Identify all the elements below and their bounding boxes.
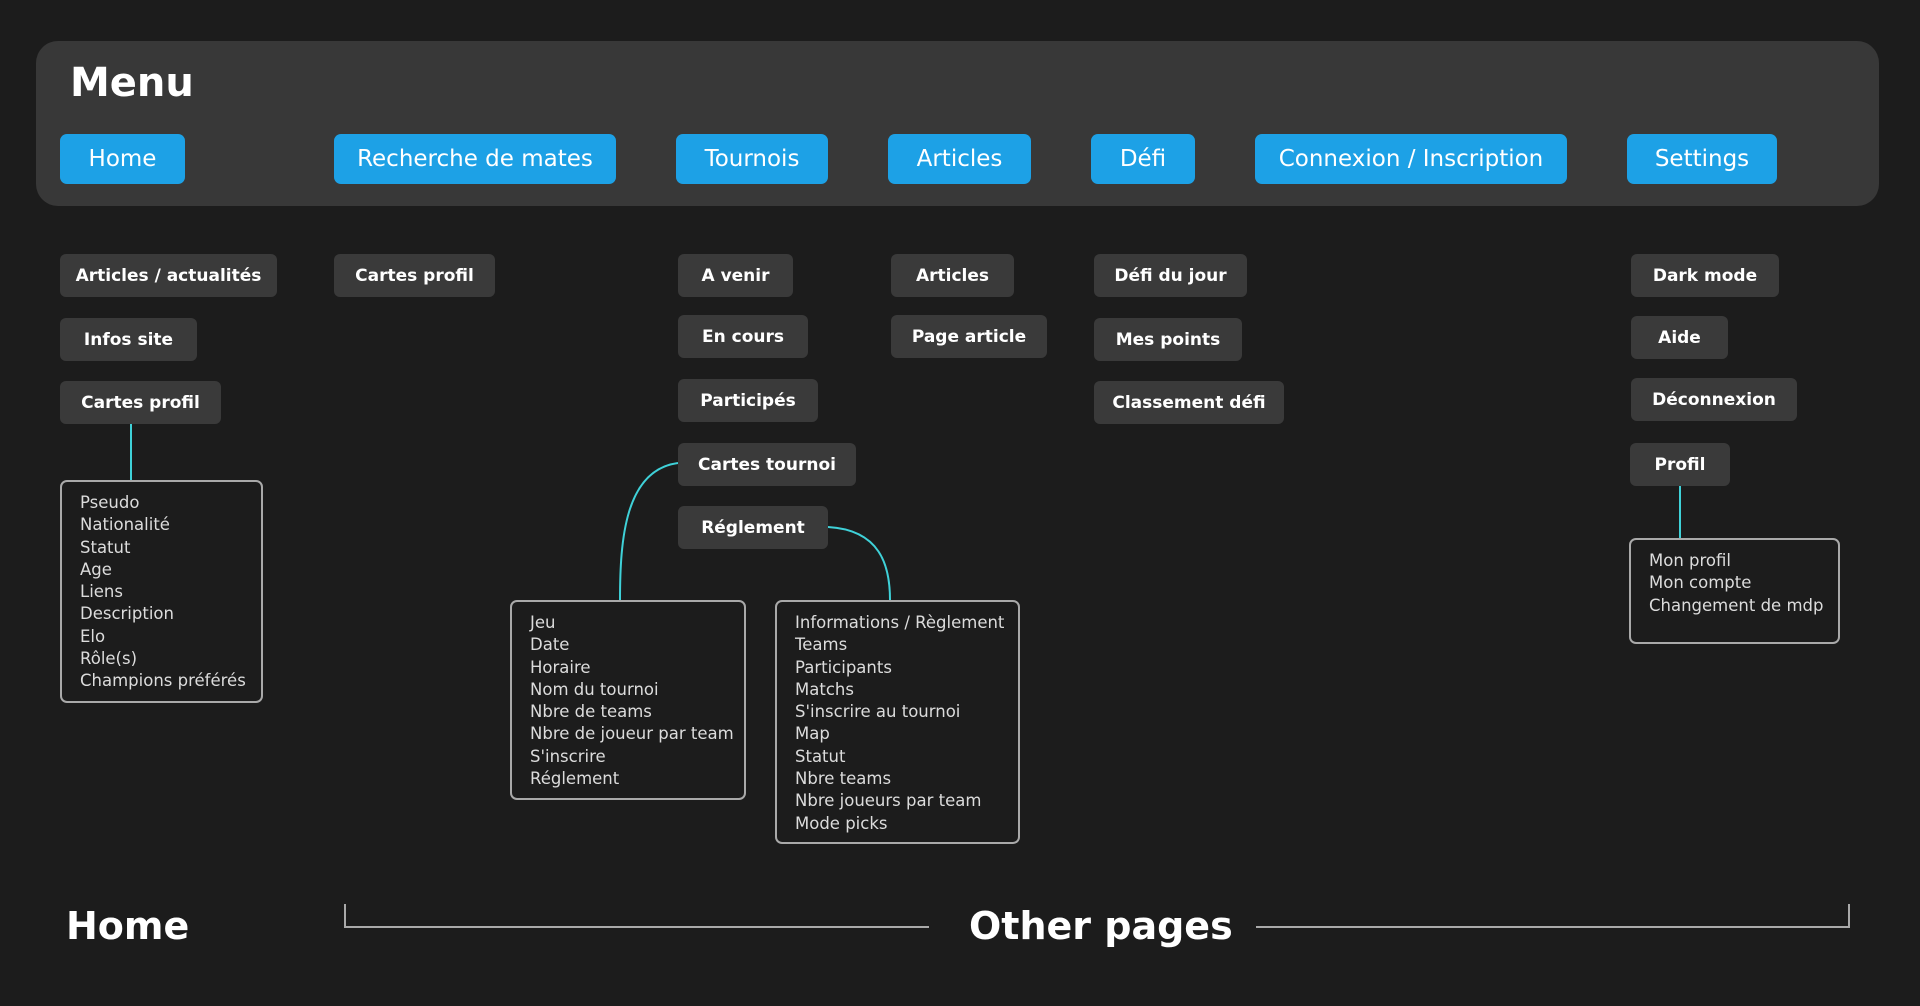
detail-line: S'inscrire au tournoi — [795, 702, 961, 722]
detail-line: Participants — [795, 657, 892, 677]
detail-line: S'inscrire — [530, 746, 606, 766]
detail-line: Nbre joueurs par team — [795, 791, 982, 811]
settings-profil[interactable]: Profil — [1630, 443, 1730, 486]
menu-defi-button[interactable]: Défi — [1091, 134, 1195, 184]
detail-line: Description — [80, 604, 174, 624]
detail-line: Nom du tournoi — [530, 679, 659, 699]
detail-line: Teams — [795, 635, 848, 655]
settings-dark-mode[interactable]: Dark mode — [1631, 254, 1779, 297]
reglement-details: Informations / Règlement Teams Participa… — [775, 600, 1020, 844]
detail-line: Mode picks — [795, 813, 888, 833]
detail-line: Statut — [80, 537, 131, 557]
cartes-tournoi-details: Jeu Date Horaire Nom du tournoi Nbre de … — [510, 600, 746, 800]
home-cartes-profil[interactable]: Cartes profil — [60, 381, 221, 424]
tournois-a-venir[interactable]: A venir — [678, 254, 793, 297]
other-pages-bracket-left — [344, 904, 929, 928]
other-pages-section-label: Other pages — [969, 904, 1233, 948]
menu-home-button[interactable]: Home — [60, 134, 185, 184]
home-section-label: Home — [66, 904, 190, 948]
tournois-cartes-tournoi[interactable]: Cartes tournoi — [678, 443, 856, 486]
detail-line: Map — [795, 724, 830, 744]
tournois-en-cours[interactable]: En cours — [678, 315, 808, 358]
menu-tournois-button[interactable]: Tournois — [676, 134, 828, 184]
detail-line: Changement de mdp — [1649, 595, 1824, 615]
articles-page-article[interactable]: Page article — [891, 315, 1047, 358]
detail-line: Nbre teams — [795, 769, 892, 789]
tournois-participes[interactable]: Participés — [678, 379, 818, 422]
detail-line: Horaire — [530, 657, 591, 677]
detail-line: Mon compte — [1649, 573, 1752, 593]
detail-line: Statut — [795, 746, 846, 766]
menu-recherche-button[interactable]: Recherche de mates — [334, 134, 616, 184]
home-infos-site[interactable]: Infos site — [60, 318, 197, 361]
recherche-cartes-profil[interactable]: Cartes profil — [334, 254, 495, 297]
detail-line: Matchs — [795, 679, 854, 699]
home-articles-actualites[interactable]: Articles / actualités — [60, 254, 277, 297]
menu-articles-button[interactable]: Articles — [888, 134, 1031, 184]
detail-line: Rôle(s) — [80, 649, 138, 669]
connector-cartes-tournoi — [619, 462, 679, 601]
defi-classement[interactable]: Classement défi — [1094, 381, 1284, 424]
detail-line: Date — [530, 635, 570, 655]
detail-line: Nbre de joueur par team — [530, 724, 734, 744]
detail-line: Jeu — [530, 613, 556, 632]
menu-connexion-button[interactable]: Connexion / Inscription — [1255, 134, 1567, 184]
tournois-reglement[interactable]: Réglement — [678, 506, 828, 549]
detail-line: Age — [80, 559, 112, 579]
detail-line: Mon profil — [1649, 551, 1732, 570]
menu-title: Menu — [70, 60, 194, 106]
defi-mes-points[interactable]: Mes points — [1094, 318, 1242, 361]
detail-line: Elo — [80, 626, 106, 646]
detail-line: Champions préférés — [80, 671, 246, 691]
articles-articles[interactable]: Articles — [891, 254, 1014, 297]
detail-line: Pseudo — [80, 493, 140, 512]
other-pages-bracket-right — [1256, 904, 1850, 928]
cartes-profil-details: Pseudo Nationalité Statut Age Liens Desc… — [60, 480, 263, 703]
detail-line: Nbre de teams — [530, 702, 652, 722]
profil-details: Mon profil Mon compte Changement de mdp — [1629, 538, 1840, 644]
menu-settings-button[interactable]: Settings — [1627, 134, 1777, 184]
defi-du-jour[interactable]: Défi du jour — [1094, 254, 1247, 297]
detail-line: Liens — [80, 582, 123, 602]
detail-line: Réglement — [530, 769, 620, 789]
detail-line: Informations / Règlement — [795, 613, 1005, 632]
detail-line: Nationalité — [80, 515, 170, 535]
connector-reglement — [827, 526, 891, 601]
settings-aide[interactable]: Aide — [1631, 316, 1728, 359]
settings-deconnexion[interactable]: Déconnexion — [1631, 378, 1797, 421]
